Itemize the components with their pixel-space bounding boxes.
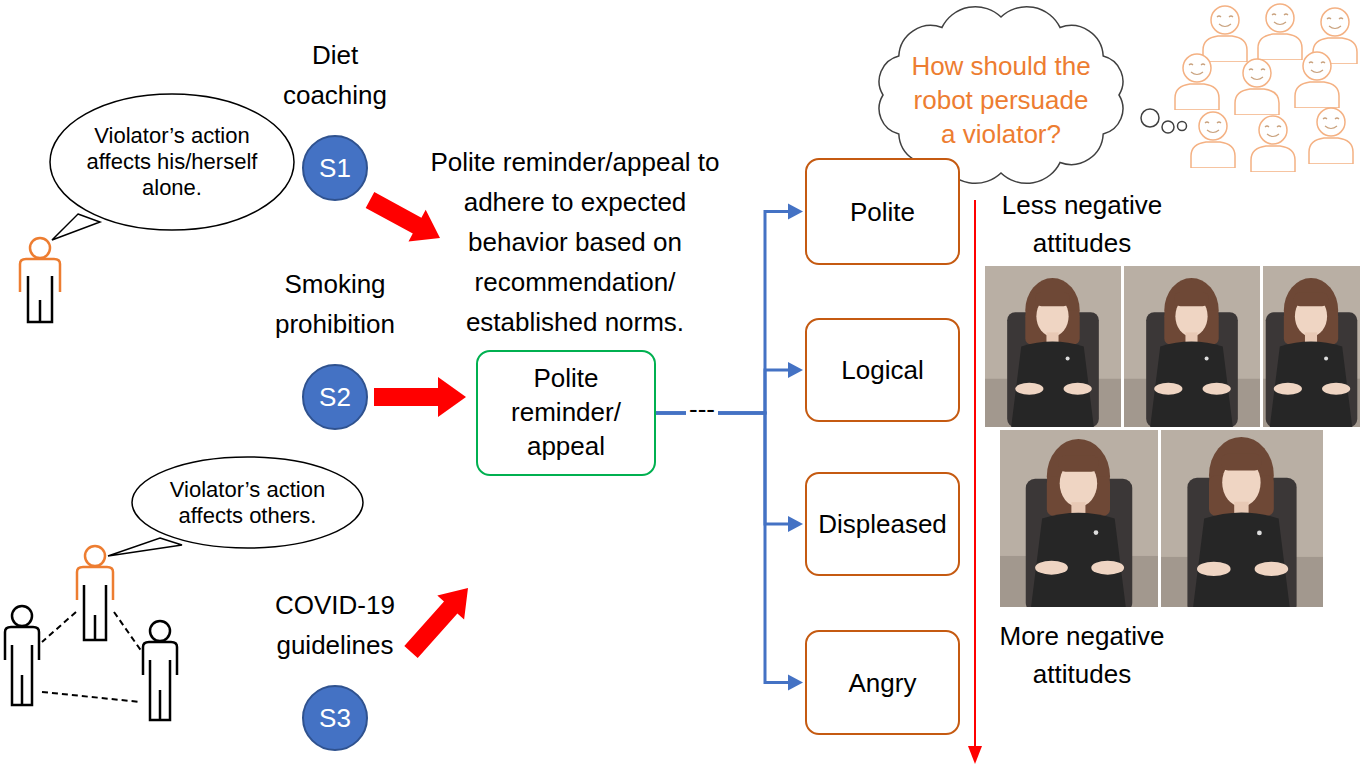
relation-dashes (42, 612, 142, 702)
connector-line (656, 413, 789, 683)
crowd-person (1235, 59, 1279, 115)
person-body (5, 627, 39, 705)
crowd-person (1295, 52, 1339, 108)
node-label: Angry (849, 667, 917, 699)
crowd-person (1191, 112, 1235, 168)
bubble-shape (50, 94, 294, 230)
speech-bubble: Violator’s action affects his/herself al… (48, 92, 296, 232)
person-legs (84, 585, 106, 640)
robot-photo (985, 266, 1121, 427)
bubble-shape (132, 457, 363, 548)
node-label: Displeased (818, 508, 947, 540)
block-arrow (366, 192, 440, 241)
robot-photo (1244, 266, 1363, 427)
person-head (150, 621, 170, 641)
crowd-person (1175, 54, 1219, 110)
node-label: How should the robot persuade a violator… (907, 39, 1095, 151)
connector-head (438, 377, 466, 417)
dash-note: --- (686, 392, 718, 426)
crowd-person (1309, 108, 1353, 164)
node-heading: COVID-19 guidelines (269, 585, 401, 665)
connector-arrow (374, 377, 466, 417)
connector-line (656, 370, 789, 413)
scale-arrow (974, 200, 976, 748)
node-label: Violator’s action affects his/herself al… (83, 123, 261, 201)
connector-head (788, 675, 803, 691)
connector-arrow (656, 362, 803, 413)
style-box: Polite (805, 158, 960, 265)
node-label: S3 (319, 703, 351, 733)
person-head (30, 238, 50, 258)
node-label: Violator’s action affects others. (162, 477, 334, 529)
style-box: Displeased (805, 472, 960, 576)
thought-dot (1162, 121, 1174, 133)
connector-arrow (656, 413, 803, 691)
connector-line (374, 388, 439, 406)
scenario-circle: COVID-19 guidelinesS3 (302, 685, 368, 751)
cloud-shape (879, 7, 1123, 184)
scale-arrowhead (968, 746, 982, 764)
style-box: Angry (805, 630, 960, 735)
person-legs (28, 276, 52, 322)
scale-label: Less negative attitudes (988, 186, 1176, 262)
crowd-person (1203, 6, 1247, 62)
thought-dot (1141, 109, 1159, 127)
scale-label: More negative attitudes (988, 617, 1176, 693)
connector-head (788, 204, 803, 220)
center-note: Polite reminder/appeal to adhere to expe… (420, 142, 730, 342)
robot-photo (1161, 423, 1323, 615)
node-heading: Smoking prohibition (269, 264, 401, 344)
person-head (12, 606, 32, 626)
person-body (20, 259, 60, 292)
crowd-person (1258, 4, 1302, 60)
connector-head (788, 516, 803, 532)
node-label: Polite reminder/ appeal (488, 362, 644, 463)
style-box: Logical (805, 318, 960, 422)
robot-photo (1124, 266, 1260, 427)
thought-dot (1178, 122, 1187, 131)
connector-arrow (656, 413, 803, 532)
person-body (77, 567, 113, 600)
block-arrow (404, 588, 468, 658)
node-heading: Diet coaching (269, 35, 401, 115)
robot-photo (1000, 425, 1158, 612)
node-label: S2 (319, 382, 351, 412)
node-label: S1 (319, 153, 351, 183)
scenario-circle: Smoking prohibitionS2 (302, 364, 368, 430)
node-label: Logical (841, 354, 923, 386)
process-box: Polite reminder/ appeal (476, 350, 656, 476)
node-label: Polite (850, 196, 915, 228)
connector-line (656, 413, 789, 524)
person-head (85, 546, 105, 566)
crowd-person (1251, 116, 1295, 172)
speech-bubble: Violator’s action affects others. (130, 455, 365, 550)
scenario-circle: Diet coachingS1 (302, 135, 368, 201)
bubble-tail (108, 538, 182, 556)
person-body (143, 642, 177, 720)
bubble-tail (52, 214, 100, 240)
connector-head (788, 362, 803, 378)
